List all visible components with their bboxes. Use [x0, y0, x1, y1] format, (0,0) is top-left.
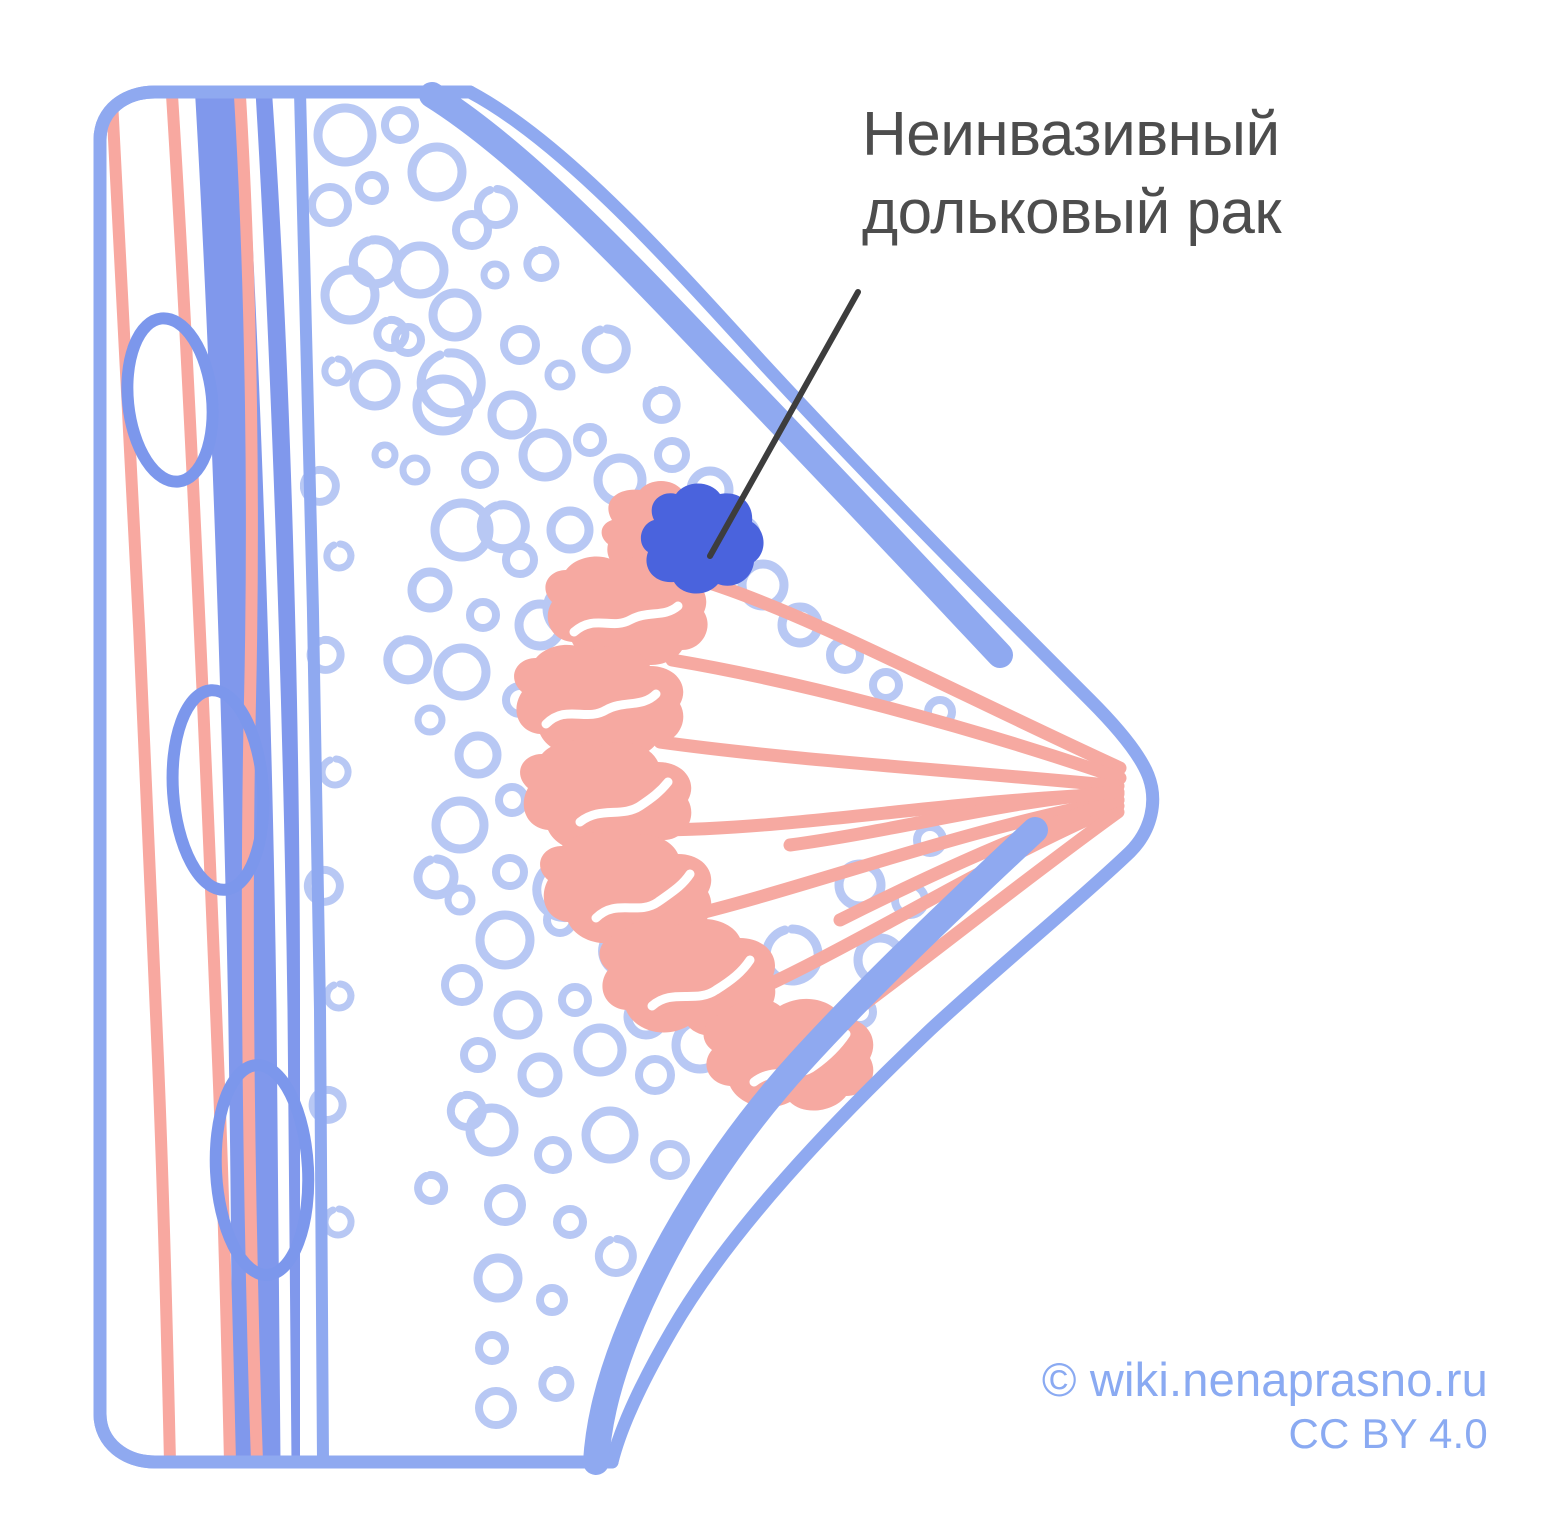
lobules: [514, 481, 874, 1111]
blood-vessels: [106, 92, 263, 1462]
milk-ducts: [648, 573, 1127, 1049]
attribution-license: CC BY 4.0: [1288, 1410, 1488, 1457]
chest-wall-outline: [93, 85, 619, 1469]
lobule: [514, 644, 684, 759]
lobule: [540, 832, 712, 947]
rib-cross-section: [166, 684, 270, 896]
muscle-fascia-line: [244, 92, 292, 1462]
rib-cross-section: [209, 1059, 315, 1281]
callout-leader-line: [707, 289, 861, 559]
callout-label: Неинвазивный дольковый рак: [862, 100, 1282, 247]
chest-wall-layers: [106, 92, 329, 1462]
lobule: [545, 556, 708, 665]
ribs: [121, 312, 315, 1281]
subcutaneous-bands: [419, 82, 1048, 1475]
skin-band-lower: [583, 817, 1048, 1475]
attribution-block: © wiki.nenaprasno.ru CC BY 4.0: [848, 1352, 1488, 1460]
skin-outline: [93, 85, 1160, 1469]
lobule: [599, 918, 776, 1037]
skin-band-upper: [419, 82, 1013, 668]
attribution-source: © wiki.nenaprasno.ru: [1041, 1353, 1488, 1406]
lobule: [520, 740, 692, 855]
chest-wall-inner-line: [294, 92, 329, 1462]
body-contour: [93, 85, 1160, 1469]
rib-cross-section: [121, 312, 219, 488]
